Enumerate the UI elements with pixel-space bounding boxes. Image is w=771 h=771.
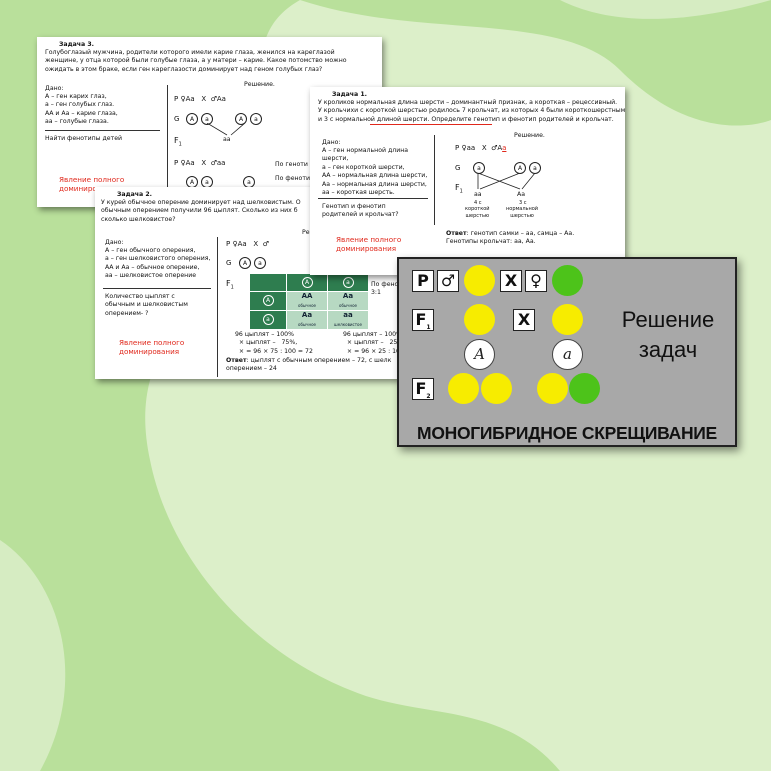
- cross-label: X: [513, 309, 535, 331]
- task1-p-row: P ♀аа X ♂Аа: [455, 144, 507, 152]
- task3-card: Задача 3. Голубоглазый мужчина, родители…: [37, 37, 382, 207]
- allele-dominant: A: [464, 339, 495, 370]
- task3-problem: Голубоглазый мужчина, родители которого …: [45, 49, 347, 73]
- task2-pheno-label: По фено 3:1: [371, 281, 399, 297]
- task3-g-label: G: [174, 115, 180, 123]
- task2-given-label: Дано:: [105, 239, 124, 246]
- task3-given: А – ген карих глаз, а – ген голубых глаз…: [45, 93, 118, 126]
- task2-solution-label: Ре: [302, 229, 310, 236]
- task2-calc-right: 96 цыплят – 100% × цыплят – 25%, × = 96 …: [343, 331, 400, 355]
- cross-label: X: [500, 270, 522, 292]
- gamete: A: [514, 162, 526, 174]
- p-label: P: [412, 270, 434, 292]
- task3-p-row: P ♀Аа X ♂Аа: [174, 95, 226, 103]
- yellow-dot: [552, 304, 583, 335]
- task3-title: Задача 3.: [59, 41, 94, 48]
- task2-problem: У курей обычное оперение доминирует над …: [101, 199, 301, 223]
- task2-p-row: P ♀Аа X ♂: [226, 240, 269, 248]
- task1-given: А – ген нормальной длина шерсти, а – ген…: [322, 147, 428, 197]
- task1-find: Генотип и фенотип родителей и крольчат?: [322, 203, 399, 219]
- yellow-dot: [537, 373, 568, 404]
- task3-p-row2: P ♀Аа X ♂аа: [174, 159, 226, 167]
- gamete: A: [239, 257, 251, 269]
- task1-f1-geno: Аа: [517, 191, 526, 198]
- task3-f1-label: F1: [174, 136, 182, 148]
- f2-label: F2: [412, 378, 434, 400]
- task3-find: Найти фенотипы детей: [45, 135, 123, 142]
- task1-f1-count: 4 с: [474, 200, 482, 206]
- yellow-dot: [448, 373, 479, 404]
- green-dot: [552, 265, 583, 296]
- task3-f1-value: аа: [223, 136, 231, 143]
- task1-f1-count: 3 с: [519, 200, 527, 206]
- task1-card: Задача 1. У кроликов нормальная длина ше…: [310, 87, 625, 275]
- task1-f1-pheno: короткой шерстью: [465, 206, 490, 219]
- yellow-dot: [464, 265, 495, 296]
- task3-pheno-label: По геноти: [275, 161, 308, 168]
- male-icon: ♂: [437, 270, 459, 292]
- task2-title: Задача 2.: [117, 191, 152, 198]
- title-card: P ♂ X ♀ F1 X A a F2 Решение задач МОНОГИ…: [397, 257, 737, 447]
- gamete: A: [186, 113, 198, 125]
- task1-f1-pheno: нормальной шерстью: [506, 206, 539, 219]
- task1-answer: Явление полного доминирования: [336, 235, 402, 253]
- task1-title: Задача 1.: [332, 91, 367, 98]
- gamete: a: [201, 113, 213, 125]
- task2-answer: Явление полного доминирования: [119, 338, 185, 356]
- allele-recessive: a: [552, 339, 583, 370]
- topic-title: МОНОГИБРИДНОЕ СКРЕЩИВАНИЕ: [417, 423, 717, 443]
- task2-answer-text: Ответ: цыплят с обычным оперением – 72, …: [226, 357, 392, 373]
- task2-f1-label: F1: [226, 279, 234, 291]
- f1-label: F1: [412, 309, 434, 331]
- task1-given-label: Дано:: [322, 139, 341, 146]
- task3-pheno-label2: По феноти: [275, 175, 310, 182]
- task3-answer: Явление полного доминиро: [59, 175, 125, 193]
- task2-given: А – ген обычного оперения, а – ген шелко…: [105, 247, 211, 280]
- task1-f1-geno: аа: [474, 191, 482, 198]
- task3-solution-label: Решение.: [244, 81, 275, 88]
- task1-f1-label: F1: [455, 183, 463, 195]
- gamete: A: [235, 113, 247, 125]
- green-dot: [569, 373, 600, 404]
- task1-answer-text: Ответ: генотип самки – аа, самца – Аа. Г…: [446, 230, 575, 246]
- task1-solution-label: Решение.: [514, 132, 545, 139]
- female-icon: ♀: [525, 270, 547, 292]
- task2-find: Количество цыплят с обычным и шелковисты…: [105, 293, 188, 317]
- task2-g-label: G: [226, 259, 232, 267]
- task1-problem: У кроликов нормальная длина шерсти – дом…: [318, 99, 625, 123]
- task1-g-label: G: [455, 164, 461, 172]
- gamete: a: [254, 257, 266, 269]
- task3-given-label: Дано:: [45, 85, 64, 92]
- gamete: a: [250, 113, 262, 125]
- yellow-dot: [481, 373, 512, 404]
- task2-calc-left: 96 цыплят – 100% × цыплят – 75%, × = 96 …: [235, 331, 313, 355]
- yellow-dot: [464, 304, 495, 335]
- heading: Решение задач: [621, 307, 715, 362]
